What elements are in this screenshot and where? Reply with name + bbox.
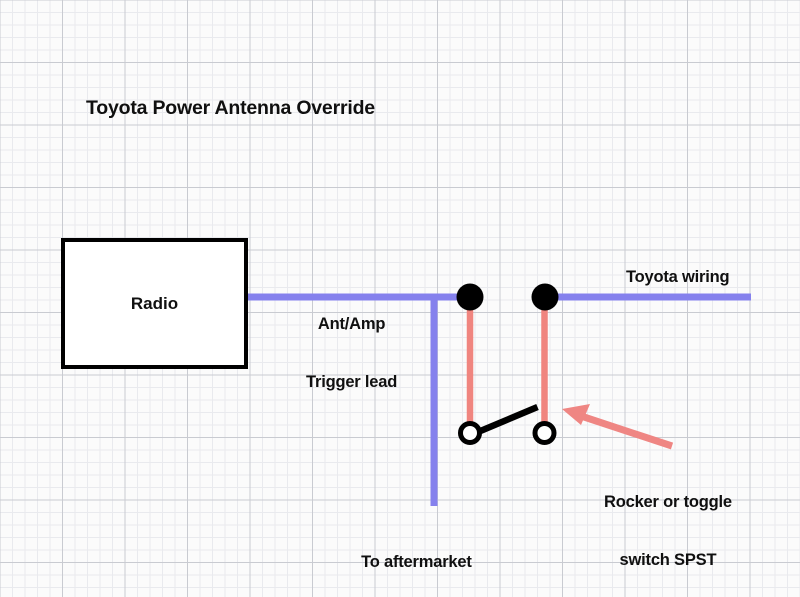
radio-component-box[interactable]: Radio xyxy=(61,238,248,369)
terminal-node-right-icon xyxy=(531,283,559,311)
trigger-lead-label-line2: Trigger lead xyxy=(306,373,398,392)
contact-node-left-icon xyxy=(458,421,482,445)
switch-contact-nodes xyxy=(458,421,557,445)
switch-type-label-line1: Rocker or toggle xyxy=(604,492,732,511)
switch-terminal-nodes xyxy=(456,283,559,311)
amp-turnon-label: To aftermarket Amp Turn-on lead xyxy=(348,514,485,597)
page-title: Toyota Power Antenna Override xyxy=(86,97,375,119)
callout-arrow-icon xyxy=(562,404,674,450)
amp-turnon-label-line1: To aftermarket xyxy=(361,552,472,571)
switch-type-label: Rocker or toggle switch SPST xyxy=(604,454,732,597)
switch-type-label-line2: switch SPST xyxy=(619,551,717,570)
trigger-lead-label-line1: Ant/Amp xyxy=(317,314,386,333)
switch-lever-icon[interactable] xyxy=(476,404,539,435)
trigger-lead-label: Ant/Amp Trigger lead xyxy=(306,276,397,432)
red-wire-group xyxy=(466,297,548,433)
radio-label: Radio xyxy=(130,293,179,313)
blue-wire-group xyxy=(246,293,751,506)
toyota-wiring-label: Toyota wiring xyxy=(626,268,730,286)
contact-node-right-icon xyxy=(532,421,557,445)
terminal-node-left-icon xyxy=(456,283,484,311)
